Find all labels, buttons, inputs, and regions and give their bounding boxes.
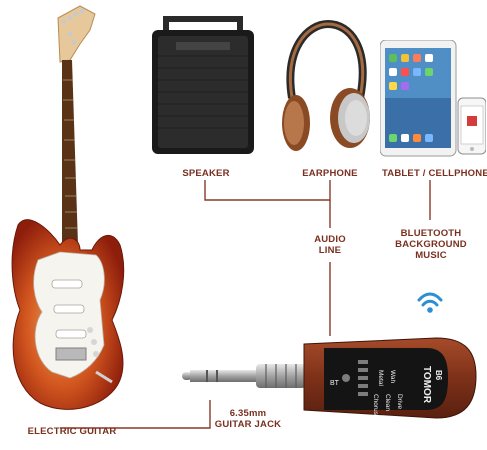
device-brand: TOMOR: [421, 366, 432, 404]
jack-text-2: GUITAR JACK: [214, 419, 282, 430]
speaker-icon: [152, 16, 254, 154]
mode-wah: Wah: [389, 370, 396, 384]
bluetooth-text-2: BACKGROUND: [395, 239, 467, 250]
bluetooth-text-3: MUSIC: [415, 250, 447, 261]
electric-guitar-icon: [11, 5, 125, 410]
bluetooth-text-1: BLUETOOTH: [400, 228, 462, 239]
speaker-label: SPEAKER: [182, 168, 230, 179]
earphone-label: EARPHONE: [302, 168, 358, 179]
bluetooth-wave-icon: [417, 292, 443, 313]
device-model: B6: [434, 370, 443, 381]
audio-line-label: AUDIO LINE: [306, 234, 354, 256]
mode-drive: Drive: [396, 394, 403, 410]
bt-label: BT: [330, 380, 340, 387]
mode-metal: Metal: [377, 370, 384, 386]
headphones-icon: [282, 19, 370, 151]
mode-chorus: Chorus: [372, 394, 379, 416]
bluetooth-music-label: BLUETOOTH BACKGROUND MUSIC: [392, 228, 470, 261]
audio-line-text-2: LINE: [318, 245, 342, 256]
tablet-cellphone-label: TABLET / CELLPHONE: [382, 168, 487, 179]
guitar-amp-device: BT Metal Wah Chorus Clean Drive TOMOR B6: [182, 337, 477, 419]
jack-text-1: 6.35mm: [229, 408, 267, 419]
electric-guitar-label: ELECTRIC GUITAR: [27, 426, 117, 437]
tablet-phone-icon: [380, 40, 486, 157]
audio-line-text-1: AUDIO: [314, 234, 346, 245]
guitar-jack-label: 6.35mm GUITAR JACK: [212, 408, 284, 430]
mode-clean: Clean: [384, 394, 391, 411]
